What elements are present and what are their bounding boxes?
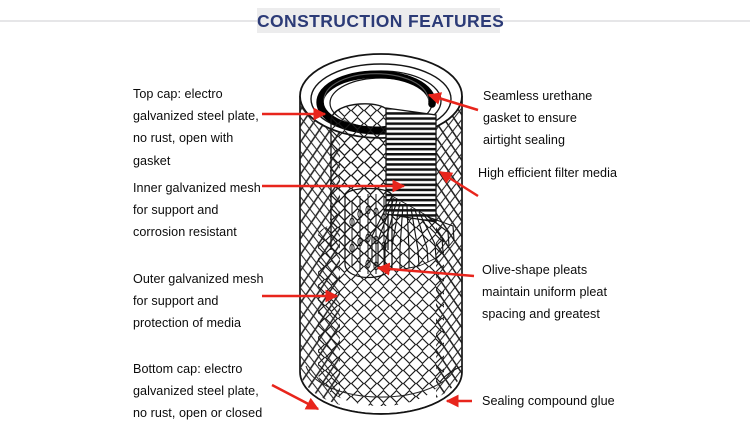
annotation-gasket: Seamless urethane gasket to ensure airti… [483,89,593,148]
annotation-filter-media: High efficient filter media [478,166,618,180]
page-title-band [257,8,500,33]
annotation-inner-mesh: Inner galvanized mesh for support and co… [133,181,261,240]
annotation-outer-mesh: Outer galvanized mesh for support and pr… [133,272,264,331]
inner-galvanized-mesh [344,187,393,279]
pleat-pack-cut-face [386,108,436,222]
annotation-bottom-cap: Bottom cap: electro galvanized steel pla… [133,362,263,421]
annotation-pleats: Olive-shape pleats maintain uniform plea… [482,263,608,322]
page-title: CONSTRUCTION FEATURES [257,11,505,31]
sealing-compound-glue [439,365,463,383]
annotation-top-cap: Top cap: electro galvanized steel plate,… [133,87,259,168]
annotation-glue: Sealing compound glue [482,394,615,408]
